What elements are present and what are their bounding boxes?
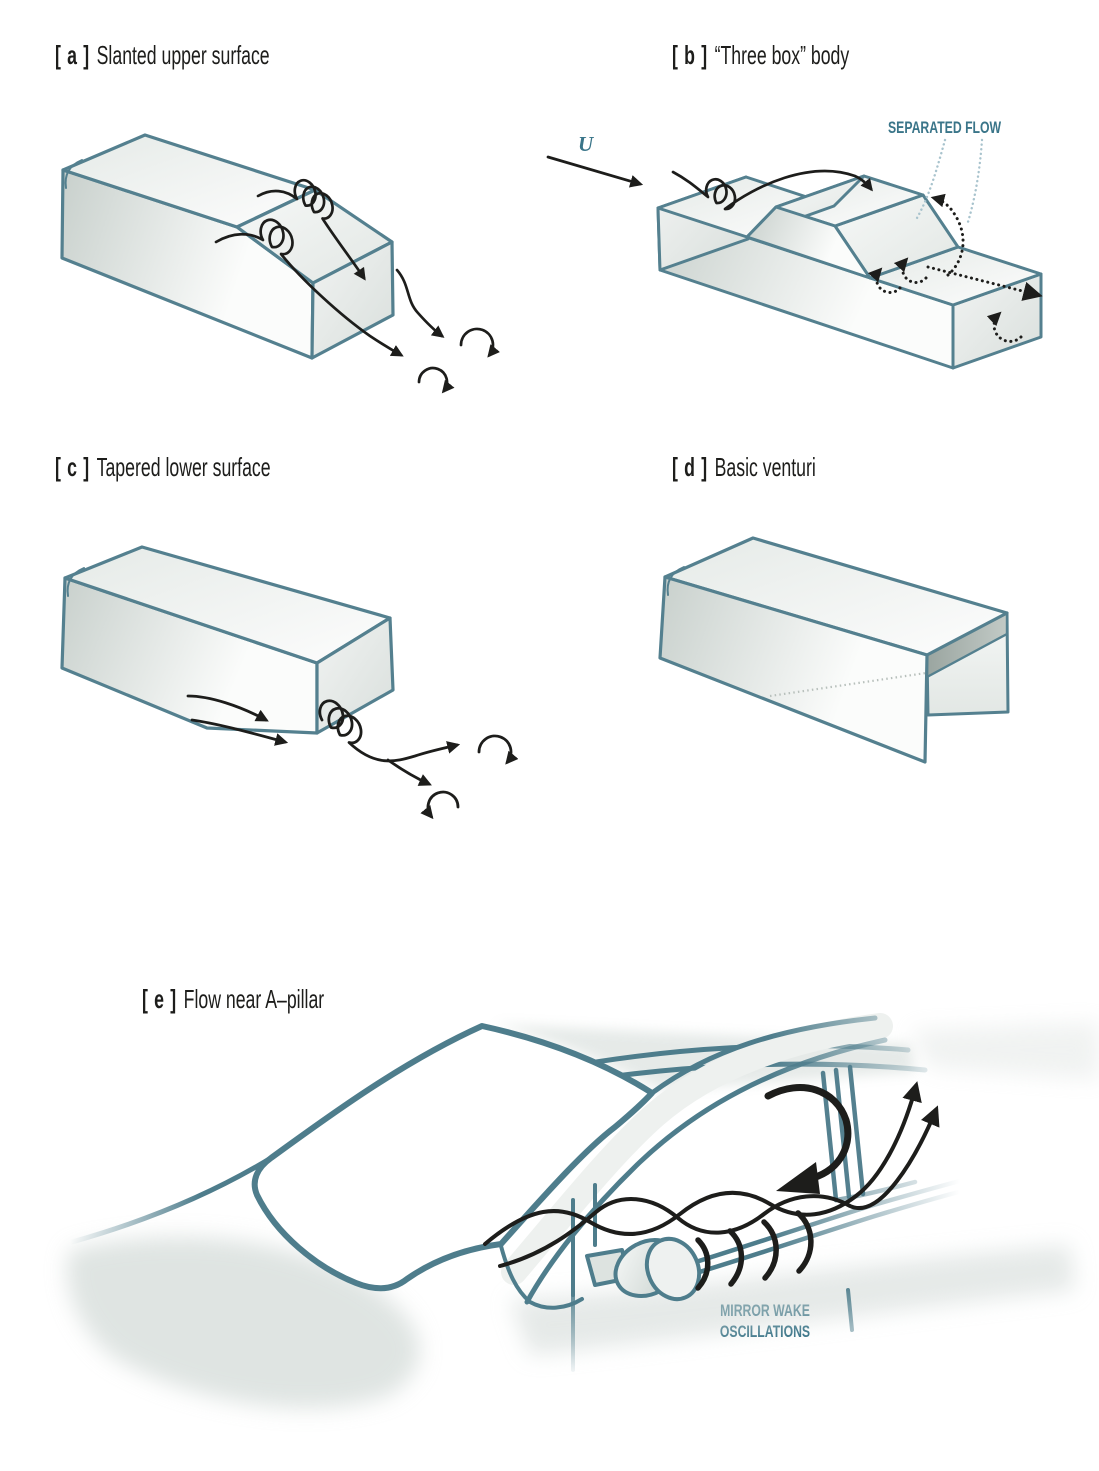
- tapered-lower-surface-figure: [60, 545, 519, 820]
- panel-c-title-text: Tapered lower surface: [96, 452, 271, 482]
- panel-b-title: [ b ]“Three box” body: [672, 40, 849, 71]
- slanted-upper-surface-figure: [60, 133, 501, 394]
- vortex-flow-arrows-a: [214, 178, 501, 394]
- panel-a-title-text: Slanted upper surface: [96, 40, 270, 70]
- panel-d-tag: [ d ]: [672, 452, 708, 482]
- freestream-velocity-label: U: [578, 132, 594, 156]
- basic-venturi-figure: [658, 536, 1010, 764]
- panel-b-tag: [ b ]: [672, 40, 708, 70]
- separated-flow-leader-lines: [915, 138, 984, 224]
- windshield: [251, 1023, 655, 1292]
- attached-flow-arrow: [671, 169, 873, 211]
- underbody-flow-arrows: [186, 694, 519, 820]
- apillar-flow-figure: [66, 1013, 1099, 1409]
- hood-line: [69, 1155, 274, 1245]
- panel-c-title: [ c ]Tapered lower surface: [55, 452, 271, 483]
- eddy-curl-icon: [477, 734, 519, 765]
- box-a-body: [60, 133, 395, 360]
- panel-c-tag: [ c ]: [55, 452, 90, 482]
- panel-d-title-text: Basic venturi: [714, 452, 816, 482]
- panel-a-tag: [ a ]: [55, 40, 90, 70]
- box-c-body: [60, 545, 395, 735]
- panel-a-title: [ a ]Slanted upper surface: [55, 40, 270, 71]
- door-belt-line: [657, 1174, 981, 1286]
- eddy-curl-icon: [459, 327, 501, 358]
- panel-d-title: [ d ]Basic venturi: [672, 452, 816, 483]
- separated-flow-label: SEPARATED FLOW: [888, 118, 1002, 137]
- vortex-rotation-arrow: [764, 1084, 852, 1194]
- three-box-body-figure: [546, 138, 1043, 370]
- mirror-wake-arcs: [695, 1210, 814, 1291]
- separated-flow-arrows: [867, 193, 1043, 343]
- panel-e-tag: [ e ]: [142, 984, 177, 1014]
- side-mirror: [585, 1236, 702, 1302]
- velocity-arrow: [546, 155, 644, 188]
- box-b-body: [656, 174, 1043, 370]
- eddy-curl-icon: [417, 366, 455, 394]
- panel-e-title: [ e ]Flow near A–pillar: [142, 984, 324, 1015]
- eddy-curl-icon: [420, 790, 460, 820]
- panel-e-title-text: Flow near A–pillar: [183, 984, 325, 1014]
- venturi-body: [658, 536, 1010, 764]
- panel-b-title-text: “Three box” body: [714, 40, 850, 70]
- apillar-vortex-rope: [483, 1081, 940, 1268]
